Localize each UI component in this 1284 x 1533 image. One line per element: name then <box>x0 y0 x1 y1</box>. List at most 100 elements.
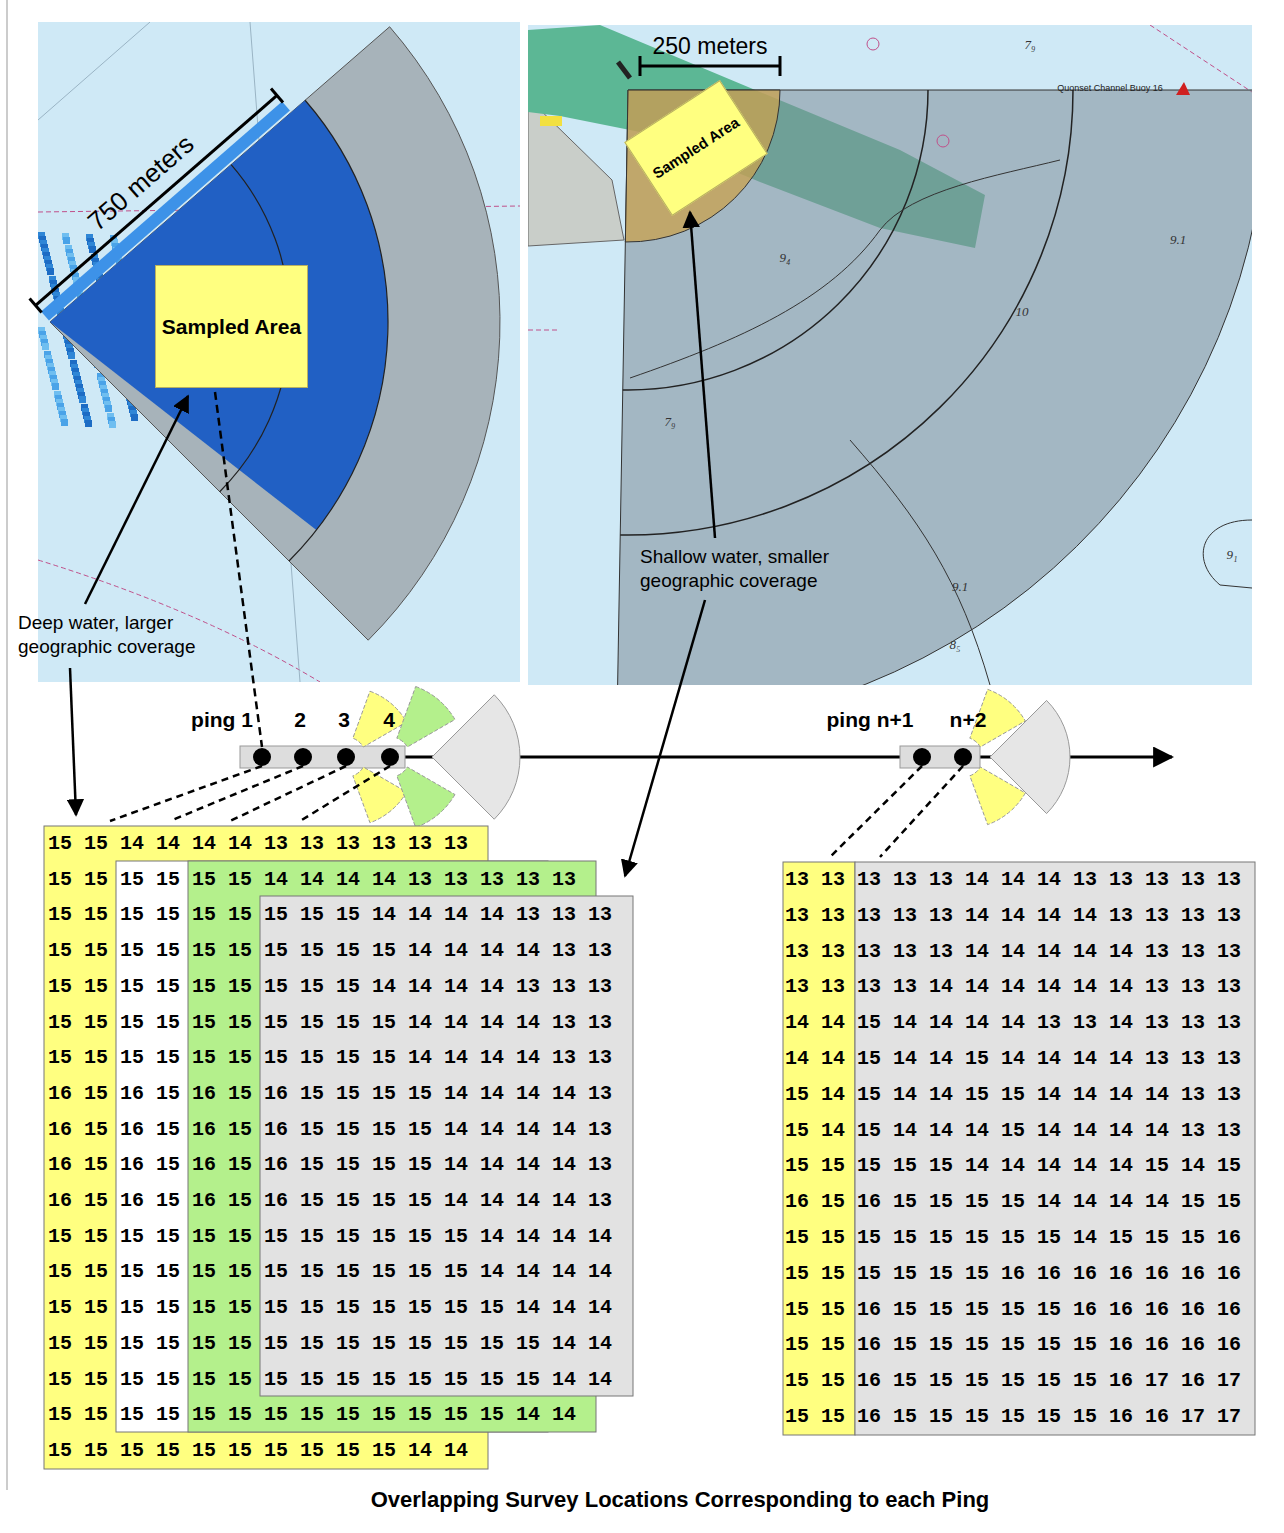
depth-sounding: 9.1 <box>1170 232 1186 248</box>
sounding-pixel <box>47 268 54 275</box>
callout-text: Shallow water, smaller geographic covera… <box>640 545 900 593</box>
table-row: 15 15 15 15 15 15 15 15 14 15 15 15 16 <box>785 1227 1241 1249</box>
sounding-pixel <box>85 420 92 427</box>
ping-dot <box>253 748 271 766</box>
callout-arrow <box>625 600 705 876</box>
buoy-symbol <box>1176 82 1190 95</box>
table-row: 15 15 15 15 15 15 14 14 14 14 13 13 13 1… <box>48 869 576 891</box>
table-row: 16 15 16 15 16 15 16 15 15 15 15 14 14 1… <box>48 1119 612 1141</box>
table-row: 13 13 13 13 13 14 14 14 14 14 13 13 13 <box>785 941 1241 963</box>
dimension-tick <box>271 88 283 102</box>
sounding-pixel <box>61 419 68 426</box>
ping-dot <box>381 748 399 766</box>
table-row: 15 15 15 15 15 15 15 15 15 15 15 15 14 1… <box>48 1261 612 1283</box>
table-row: 15 15 15 15 15 15 15 15 15 14 14 14 14 1… <box>48 976 612 998</box>
chart-symbol <box>937 135 949 147</box>
ping-strip <box>240 746 405 768</box>
callout-arrow <box>690 212 715 538</box>
chart-symbol <box>867 38 879 50</box>
buoy-label: Quonset Channel Buoy 16 <box>1057 83 1163 93</box>
table-row: 16 15 16 15 16 15 16 15 15 15 15 14 14 1… <box>48 1190 612 1212</box>
table-row: 15 14 15 14 14 14 15 14 14 14 14 13 13 <box>785 1120 1241 1142</box>
chart-line <box>38 22 150 120</box>
ping-dot <box>913 748 931 766</box>
leader-line <box>230 766 346 821</box>
table-row: 15 15 15 15 15 15 15 15 15 15 15 15 15 1… <box>48 1369 612 1391</box>
table-row: 15 15 15 15 15 15 15 15 15 15 14 14 14 1… <box>48 1047 612 1069</box>
table-row: 15 15 15 15 15 15 15 15 15 15 15 15 15 1… <box>48 1404 576 1426</box>
leader-line <box>170 766 303 821</box>
table-row: 15 15 15 15 15 15 15 15 15 15 14 14 <box>48 1440 468 1462</box>
table-row: 13 13 13 13 13 14 14 14 13 13 13 13 13 <box>785 869 1241 891</box>
dimension-tick <box>30 298 42 312</box>
swath-detail <box>540 116 562 126</box>
ping-dot <box>954 748 972 766</box>
table-row: 16 15 16 15 15 15 15 14 14 14 14 15 15 <box>785 1191 1241 1213</box>
table-row: 15 15 15 15 15 15 15 15 15 15 14 14 14 1… <box>48 1012 612 1034</box>
table-row: 15 15 16 15 15 15 15 15 16 16 16 16 16 <box>785 1299 1241 1321</box>
map-panel <box>38 22 520 682</box>
sounding-pixel <box>131 414 138 421</box>
table-row: 15 15 15 15 15 14 14 14 14 14 15 14 15 <box>785 1155 1241 1177</box>
right-map <box>528 25 1252 685</box>
sounding-pixel <box>109 421 116 428</box>
table-row: 15 15 16 15 15 15 15 15 15 16 16 16 16 <box>785 1334 1241 1356</box>
table-row: 15 15 16 15 15 15 15 15 15 16 16 17 17 <box>785 1406 1241 1428</box>
leader-line <box>215 392 262 747</box>
depth-sounding: 7₉ <box>1024 37 1035 53</box>
box-label: Sampled Area <box>162 314 301 339</box>
table-row: 14 14 15 14 14 15 14 14 14 14 13 13 13 <box>785 1048 1241 1070</box>
table-row: 13 13 13 13 13 14 14 14 14 13 13 13 13 <box>785 905 1241 927</box>
ping-label: 4 <box>383 708 395 732</box>
ping-label: n+2 <box>950 708 987 732</box>
table-row: 16 15 16 15 16 15 16 15 15 15 15 14 14 1… <box>48 1083 612 1105</box>
swath-wedge <box>397 687 455 747</box>
table-row: 15 15 15 15 15 15 15 15 15 15 15 15 14 1… <box>48 1226 612 1248</box>
swath-wedge <box>970 767 1026 825</box>
vessel-symbol <box>618 62 630 78</box>
table-row: 15 15 15 15 15 15 16 16 16 16 16 16 16 <box>785 1263 1241 1285</box>
ping-label: ping n+1 <box>827 708 914 732</box>
dimension-label: 750 meters <box>82 129 201 238</box>
chart-line <box>1150 25 1252 92</box>
range-arc <box>620 90 1073 535</box>
depth-sounding: 8₅ <box>949 637 960 653</box>
sounding-pixel <box>63 237 70 244</box>
callout-arrow <box>85 396 188 604</box>
depth-sounding: 9₄ <box>779 250 790 266</box>
depth-sounding: 10 <box>1016 304 1029 320</box>
leader-line <box>880 766 963 857</box>
ping-dot <box>337 748 355 766</box>
dimension-label: 250 meters <box>652 33 767 60</box>
left-map <box>38 22 520 682</box>
sounding-pixel <box>52 383 59 390</box>
callout-arrow <box>70 668 76 815</box>
depth-contour <box>1203 520 1252 588</box>
table-row: 13 13 13 13 14 14 14 14 14 14 13 13 13 <box>785 976 1241 998</box>
ping-dot <box>294 748 312 766</box>
swath-wedge <box>397 767 455 827</box>
callout-text: Deep water, larger geographic coverage <box>18 611 240 659</box>
sampled-area-box: Sampled Area <box>624 80 768 216</box>
ping-strip <box>900 746 980 768</box>
leader-line <box>110 766 262 821</box>
depth-sounding: 9₁ <box>1226 547 1237 563</box>
leader-line <box>300 766 390 821</box>
caption: Overlapping Survey Locations Correspondi… <box>371 1487 990 1513</box>
sounding-pixel <box>42 343 49 350</box>
sounding-pixel <box>68 352 75 359</box>
sounding-pixel <box>105 405 112 412</box>
leader-line <box>830 766 922 857</box>
table-row: 16 15 16 15 16 15 16 15 15 15 15 14 14 1… <box>48 1154 612 1176</box>
depth-grid <box>260 896 633 1396</box>
chart-line <box>528 330 560 331</box>
table-row: 15 15 15 15 15 15 15 15 15 15 14 14 14 1… <box>48 940 612 962</box>
table-row: 15 15 15 15 15 15 15 15 15 14 14 14 14 1… <box>48 904 612 926</box>
table-row: 15 15 15 15 15 15 15 15 15 15 15 15 15 1… <box>48 1333 612 1355</box>
ping-label: ping 1 <box>191 708 253 732</box>
table-row: 15 14 15 14 14 15 15 14 14 14 14 13 13 <box>785 1084 1241 1106</box>
table-row: 14 14 15 14 14 14 14 13 13 14 13 13 13 <box>785 1012 1241 1034</box>
dimension-bracket <box>640 56 780 76</box>
depth-contour <box>850 440 990 685</box>
